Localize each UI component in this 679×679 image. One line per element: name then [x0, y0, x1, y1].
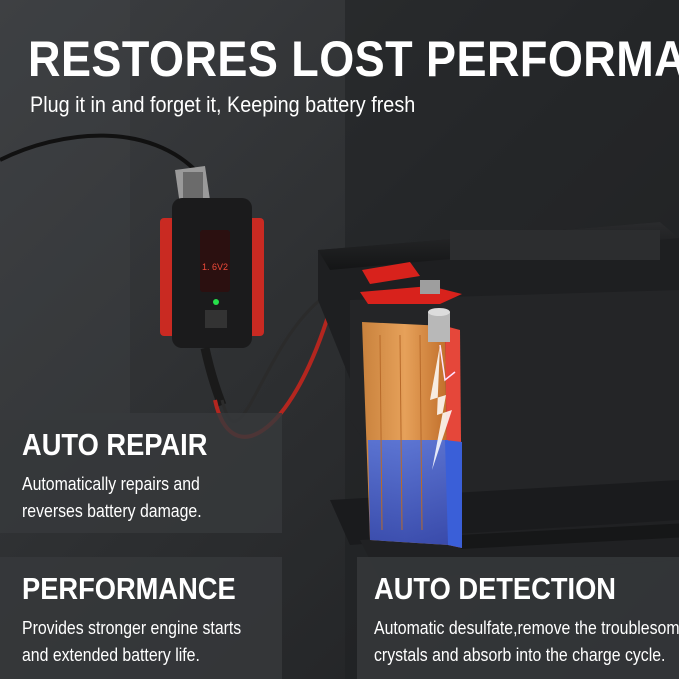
feature-auto-repair: AUTO REPAIR Automatically repairs and re…	[0, 413, 282, 533]
clamp-icon	[360, 262, 462, 304]
power-cable	[0, 133, 202, 177]
feature-performance: PERFORMANCE Provides stronger engine sta…	[0, 557, 282, 679]
lightning-icon	[430, 345, 452, 470]
charger-display: 1. 6V2	[202, 262, 228, 272]
page-subtitle: Plug it in and forget it, Keeping batter…	[30, 92, 416, 117]
status-led	[213, 299, 219, 305]
feature-description-line: Automatic desulfate,remove the troubleso…	[374, 618, 679, 638]
feature-title: AUTO DETECTION	[374, 571, 616, 606]
feature-title: AUTO REPAIR	[22, 427, 208, 462]
feature-description: Automatic desulfate,remove the troubleso…	[374, 615, 679, 669]
feature-description-line: Provides stronger engine starts	[22, 618, 242, 638]
feature-description-line: crystals and absorb into the charge cycl…	[374, 645, 666, 665]
battery-cutaway	[362, 308, 462, 548]
page-title: RESTORES LOST PERFORMANCE	[28, 31, 679, 87]
feature-description: Automatically repairs and reverses batte…	[22, 471, 251, 525]
feature-description: Provides stronger engine starts and exte…	[22, 615, 251, 669]
feature-title: PERFORMANCE	[22, 571, 236, 606]
feature-description-line: and extended battery life.	[22, 645, 200, 665]
feature-description-line: reverses battery damage.	[22, 501, 202, 521]
charger-icon: 1. 6V2	[160, 198, 264, 407]
feature-auto-detection: AUTO DETECTION Automatic desulfate,remov…	[357, 557, 679, 679]
feature-description-line: Automatically repairs and	[22, 474, 200, 494]
